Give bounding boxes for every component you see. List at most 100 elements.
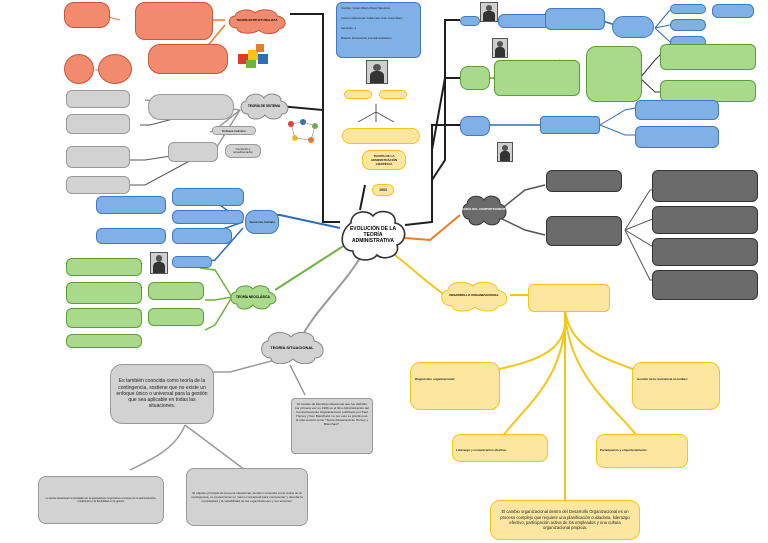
organizational-diag-label: Diagnóstico organizacional: [415, 377, 456, 381]
neohuman-leaf-4 [172, 256, 212, 268]
organizational-partic-box: Participación y empoderamiento: [596, 434, 688, 468]
situational-left-text: La teoría situacional ha resultado ser l… [45, 496, 157, 503]
situational-cloud-shape [261, 331, 324, 364]
admin-green-leaf-1 [660, 44, 756, 70]
neoclassic-leaf-5 [148, 308, 204, 326]
structural-cloud[interactable]: TEORÍA ESTRUCTURALISTA [225, 8, 289, 34]
neoclassic-leaf-3 [66, 308, 142, 328]
organizational-conclusion-text: El cambio organizacional dentro del Desa… [500, 509, 630, 531]
neoclassic-cloud-shape [230, 285, 277, 310]
taylor-portrait [366, 60, 388, 84]
systems-enfoque-label: Enfoque holístico [222, 128, 246, 133]
organizational-conclusion-box: El cambio organizacional dentro del Desa… [490, 500, 640, 540]
situational-model-box: El modelo de liderazgo situacional que f… [291, 398, 373, 454]
situational-cloud-label: TEORÍA SITUACIONAL [270, 344, 314, 350]
scientific-title-box[interactable]: TEORÍA DE LA ADMINISTRACIÓN CIENTÍFICA [362, 150, 406, 170]
organizational-resist-label: Gestión de la resistencia al cambio: [637, 377, 689, 381]
far-top-node[interactable] [460, 16, 480, 26]
header-card: Nombre: César Alberto Pérez Mendoza Cent… [336, 2, 421, 58]
line-to-systems [267, 104, 340, 223]
network-graphic [285, 118, 321, 146]
line-to-scientific [359, 184, 366, 211]
neohuman-leaf-1 [172, 188, 244, 206]
scientific-desc-box [342, 128, 420, 144]
far-top-cloud [612, 16, 654, 38]
systems-leaf-1 [66, 90, 130, 108]
center-node[interactable]: EVOLUCIÓN DE LA TEORÍA ADMINISTRATIVA [337, 207, 409, 263]
scientific-branch-icon [357, 104, 395, 123]
systems-cloud[interactable]: TEORÍA DE SISTEMA [238, 92, 290, 120]
situational-left-box: La teoría situacional ha resultado ser l… [38, 476, 164, 524]
organizational-diag-box: Diagnóstico organizacional: [410, 362, 500, 410]
far-top-leaf-1 [670, 4, 706, 14]
structural-cloud-label: TEORÍA ESTRUCTURALISTA [236, 18, 278, 23]
header-line-2: Centro Institucional: Politécnico Gran C… [341, 16, 403, 20]
organizational-lider-box: Liderazgo y comunicación efectiva: [452, 434, 548, 462]
organizational-cloud-shape [441, 281, 508, 312]
neohuman-leaf-3 [172, 228, 232, 244]
behavior-cloud-label: TEORÍA DEL COMPORTAMIENTO [460, 207, 508, 212]
scientific-title: TEORÍA DE LA ADMINISTRACIÓN CIENTÍFICA [370, 154, 398, 166]
scientific-small-box-left [344, 90, 372, 99]
neohuman-label: Teoría neo-humana [249, 220, 275, 224]
behavior-cloud[interactable]: TEORÍA DEL COMPORTAMIENTO [460, 194, 508, 226]
header-line-1: Nombre: César Alberto Pérez Mendoza [341, 6, 390, 10]
admin-portrait-bottom [497, 142, 513, 162]
center-title: EVOLUCIÓN DE LA TEORÍA ADMINISTRATIVA [349, 225, 397, 245]
line-to-organizational [394, 254, 446, 296]
situational-right-text: El objetivo principal de la teoría situa… [191, 490, 303, 504]
organizational-partic-label: Participación y empoderamiento: [600, 448, 648, 452]
systems-leaf-2 [66, 114, 130, 134]
neoclassic-leaf-2 [66, 282, 142, 304]
network-icon [288, 119, 318, 143]
line-to-neoclassic [274, 244, 346, 291]
scientific-branch-small [352, 104, 400, 124]
systems-desc-box [168, 142, 218, 162]
far-top-desc-2 [545, 8, 605, 30]
neoclassic-leaf-4 [148, 282, 204, 300]
blue-right-desc [540, 116, 600, 134]
behavior-desc-top [546, 170, 622, 192]
admin-green-main [586, 46, 642, 102]
behavior-leaf-2 [652, 206, 758, 234]
systems-interaccion-box[interactable]: Interacción y retroalimentación [225, 144, 261, 158]
neoclassic-cloud[interactable]: TEORÍA NEOCLÁSICA [228, 284, 278, 310]
line-to-structural [290, 13, 324, 210]
behavior-leaf-3 [652, 238, 758, 266]
header-line-4: Materia: Introducción a la Administració… [341, 36, 392, 40]
center-cloud-shape [341, 210, 406, 261]
neoclassic-portrait [150, 252, 168, 274]
neohuman-leaf-2 [172, 210, 244, 224]
structural-leaf-1 [64, 2, 110, 28]
blue-right-leaf-2 [635, 126, 719, 148]
situational-model-text: El modelo de liderazgo situacional que f… [295, 402, 369, 427]
structural-cloud-shape [228, 9, 286, 34]
situational-right-box: El objetivo principal de la teoría situa… [186, 468, 308, 526]
blue-right-node[interactable] [460, 116, 490, 136]
neoclassic-leaf-1 [66, 258, 142, 276]
far-top-leaf-4 [712, 4, 754, 18]
behavior-desc-bottom [546, 216, 622, 246]
structural-main-box [135, 2, 213, 40]
organizational-resist-box: Gestión de la resistencia al cambio: [632, 362, 720, 410]
systems-leaf-3 [66, 146, 130, 168]
neoclassic-cloud-label: TEORÍA NEOCLÁSICA [236, 295, 270, 299]
systems-interaccion-label: Interacción y retroalimentación [233, 148, 253, 154]
header-line-3: Semestre: 4 [341, 26, 357, 30]
neohuman-node[interactable]: Teoría neo-humana [245, 210, 279, 234]
scientific-year: 1903 [379, 188, 387, 192]
line-to-admin [431, 77, 460, 151]
admin-green-node[interactable] [460, 66, 490, 90]
situational-main-text: Es también conocida como teoría de la co… [116, 378, 208, 410]
admin-portrait-top [480, 2, 498, 22]
admin-green-leaf-2 [660, 80, 756, 102]
systems-enfoque-box[interactable]: Enfoque holístico [212, 126, 256, 135]
situational-cloud[interactable]: TEORÍA SITUACIONAL [258, 330, 326, 364]
line-to-far-top [431, 19, 460, 181]
organizational-cloud[interactable]: DESARROLLO ORGANIZACIONAL [438, 280, 510, 312]
behavior-cloud-shape [462, 195, 507, 226]
organizational-cloud-label: DESARROLLO ORGANIZACIONAL [449, 293, 499, 298]
scientific-small-box-right [379, 90, 407, 99]
situational-main-box: Es también conocida como teoría de la co… [110, 364, 214, 424]
structural-sub-box [148, 44, 228, 74]
